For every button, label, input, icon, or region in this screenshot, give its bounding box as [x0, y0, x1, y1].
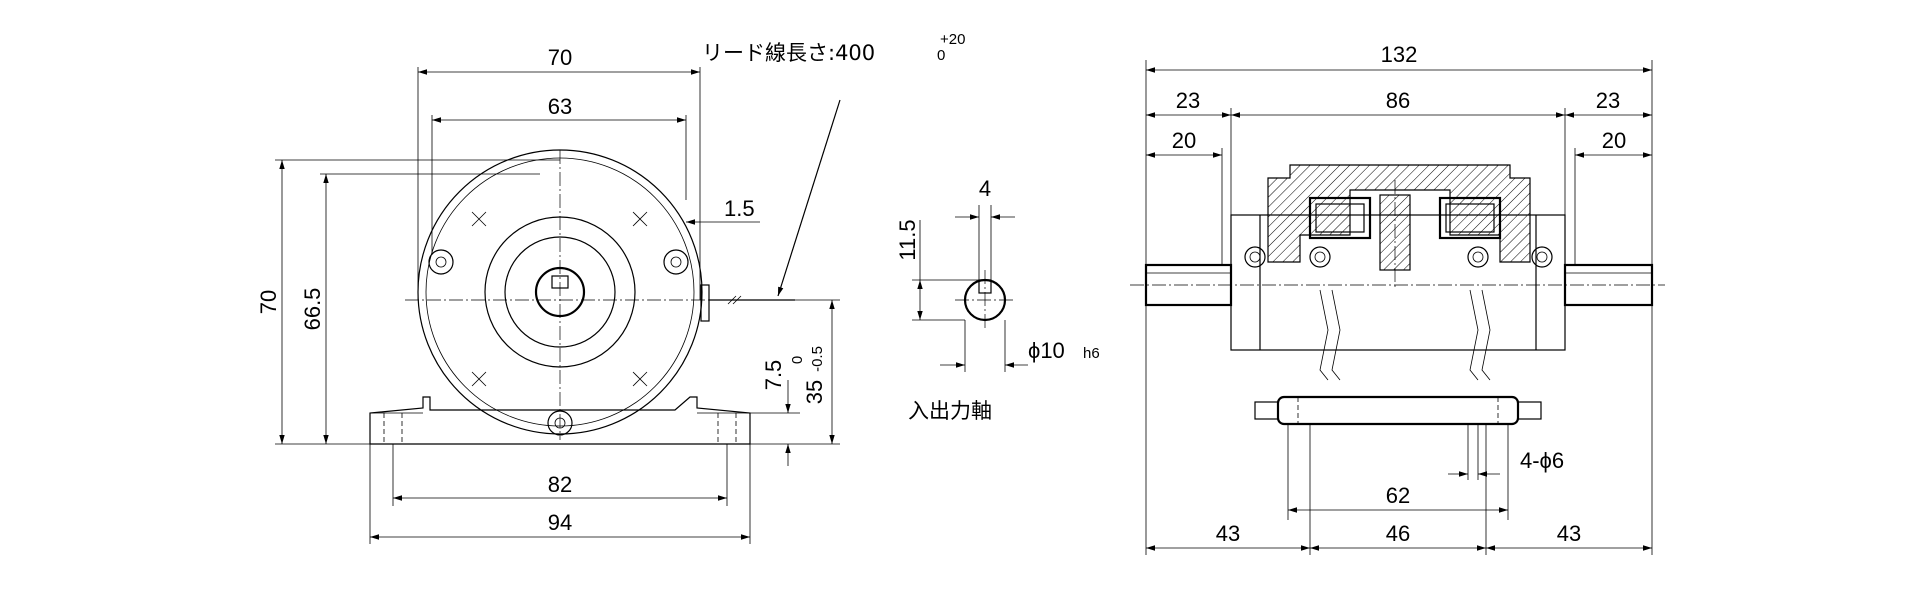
side-dimensions: 132 23 86 23 20 20 62 4-ϕ6 [1145, 42, 1653, 555]
lead-wire-label: リード線長さ:400 [702, 41, 875, 65]
lead-wire-tol-upper: +20 [940, 31, 965, 48]
dim-side-inner-right-20: 20 [1602, 128, 1626, 153]
dim-front-height-66-5: 66.5 [300, 288, 325, 331]
front-view: 70 63 1.5 70 66.5 7.5 35 0 -0.5 [256, 31, 965, 544]
shaft-detail: 4 11.5 ϕ10 h6 入出力軸 [895, 176, 1100, 423]
dim-side-length-132: 132 [1381, 42, 1418, 67]
side-bearings [1244, 246, 1553, 268]
front-mount-holes [428, 211, 689, 436]
side-coil-right [1438, 196, 1502, 240]
dim-front-center-tol-upper: 0 [789, 356, 806, 364]
side-cover-section [1267, 164, 1531, 263]
dim-shaft-diameter: ϕ10 [1028, 338, 1065, 363]
dim-front-center-tol-lower: -0.5 [809, 346, 826, 372]
dim-front-width-63: 63 [548, 94, 572, 119]
front-dimensions: 70 63 1.5 70 66.5 7.5 35 0 -0.5 [256, 31, 965, 544]
dim-side-shaft-right-23: 23 [1596, 88, 1620, 113]
dim-side-shaft-left-23: 23 [1176, 88, 1200, 113]
dim-shaft-key-4: 4 [979, 176, 991, 201]
dim-side-body-86: 86 [1386, 88, 1410, 113]
dim-side-bottom-mid-46: 46 [1386, 521, 1410, 546]
dim-side-bottom-right-43: 43 [1557, 521, 1581, 546]
lead-wire-tol-lower: 0 [937, 47, 945, 64]
dim-side-base-62: 62 [1386, 483, 1410, 508]
front-base [369, 396, 751, 445]
dim-shaft-key-11-5: 11.5 [895, 219, 920, 260]
side-coil-left [1308, 196, 1372, 240]
side-base [1276, 395, 1520, 426]
shaft-caption: 入出力軸 [908, 399, 992, 423]
side-view: 132 23 86 23 20 20 62 4-ϕ6 [1130, 42, 1665, 555]
dim-side-inner-left-20: 20 [1172, 128, 1196, 153]
dim-front-base-82: 82 [548, 472, 572, 497]
dim-front-base-7-5: 7.5 [761, 360, 786, 391]
dim-front-height-70: 70 [256, 290, 281, 314]
dim-shaft-fit: h6 [1083, 345, 1100, 362]
dim-side-bottom-left-43: 43 [1216, 521, 1240, 546]
dim-side-holes: 4-ϕ6 [1520, 448, 1564, 473]
dim-front-center-35: 35 [802, 380, 827, 404]
dim-front-base-94: 94 [548, 510, 572, 535]
dim-front-offset-1-5: 1.5 [724, 196, 755, 221]
dim-front-width-70: 70 [548, 45, 572, 70]
